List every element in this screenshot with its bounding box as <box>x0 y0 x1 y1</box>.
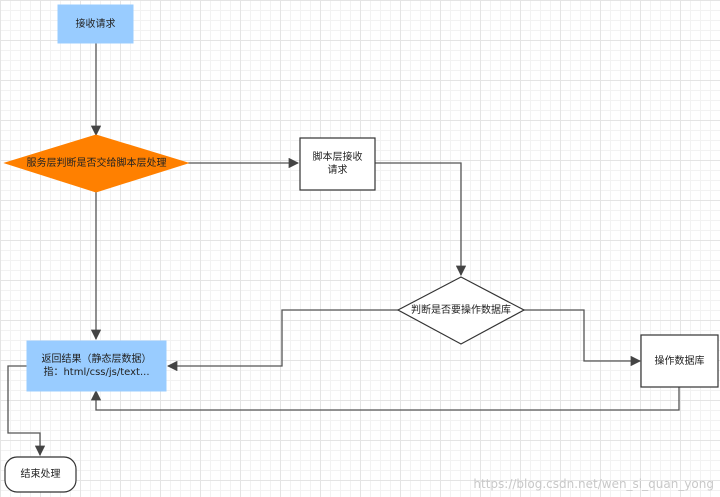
label-decide-database: 判断是否要操作数据库 <box>411 305 511 316</box>
return-result-line-1: 返回结果（静态层数据） <box>41 354 152 365</box>
return-result-line-2: 指：html/css/js/text... <box>43 367 150 378</box>
node-decide-database <box>396 276 526 345</box>
edge-script-to-decide-db <box>375 162 467 277</box>
label-operate-database: 操作数据库 <box>654 355 705 367</box>
node-end-processing <box>4 456 77 493</box>
node-receive-request <box>57 4 134 44</box>
label-decide-script-layer: 服务层判断是否交给脚本层处理 <box>26 158 167 169</box>
node-decide-script-layer <box>3 134 190 193</box>
label-receive-request: 接收请求 <box>75 18 116 30</box>
label-return-result: 返回结果（静态层数据） 指：html/css/js/text... <box>27 341 166 391</box>
node-return-result <box>26 340 167 392</box>
label-end-processing: 结束处理 <box>20 469 61 480</box>
edge-return-to-end <box>7 365 46 457</box>
node-script-receive <box>299 137 376 191</box>
node-operate-database <box>640 334 719 388</box>
label-script-receive: 脚本层接收请求 <box>312 152 363 176</box>
edge-operate-to-return <box>90 387 680 411</box>
watermark: https://blog.csdn.net/wen_si_quan_yong <box>473 477 714 491</box>
edge-decide-db-to-operate <box>524 309 642 367</box>
edge-decide-db-to-return <box>166 309 398 372</box>
